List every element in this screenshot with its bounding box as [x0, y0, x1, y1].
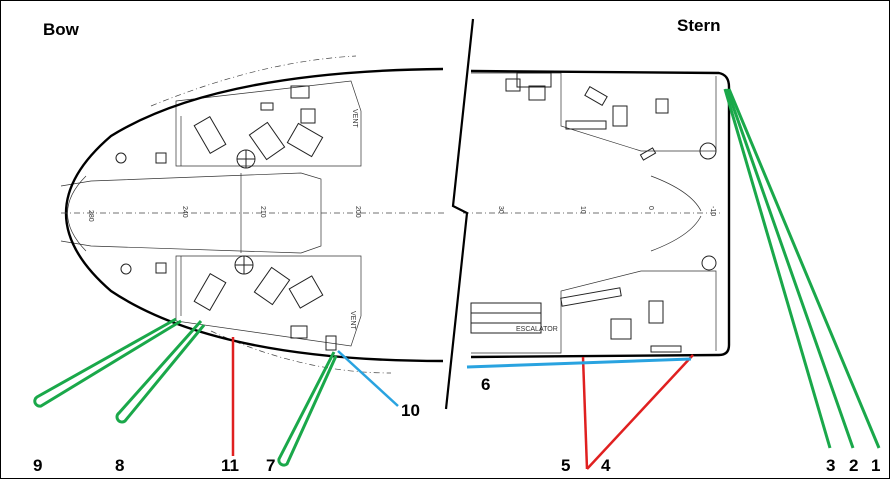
line-number-3: 3 [826, 456, 835, 475]
breast-line-6 [466, 357, 692, 369]
stern-title: Stern [677, 16, 720, 35]
bow-hull-outline [64, 67, 444, 363]
bow-lower-house [175, 255, 362, 347]
tick-label-stern-0: 30 [497, 206, 504, 214]
bow-upper-equipment [115, 85, 324, 169]
tick-label-stern-1: 10 [579, 206, 586, 214]
stern-lower-house [471, 270, 717, 354]
tick-label-bow-3: 200 [354, 206, 361, 218]
line-number-7: 7 [266, 456, 275, 475]
tick-label-bow-0: 280 [87, 210, 94, 222]
mooring-line-3 [723, 88, 832, 449]
tick-label-stern-3: -10 [709, 206, 716, 216]
line-number-1: 1 [871, 456, 880, 475]
line-number-4: 4 [601, 456, 611, 475]
bow-inner-deck [60, 172, 322, 254]
stern-section: ESCALATOR [470, 69, 731, 359]
bow-section: VENT VENT [60, 55, 444, 374]
stern-upper-house [471, 72, 717, 152]
bow-upper-deck-outline [150, 55, 357, 107]
stern-curve-upper [650, 175, 702, 212]
stern-hull-outline [470, 69, 731, 359]
stern-curve-lower [650, 215, 702, 252]
spring-line-4 [586, 354, 694, 470]
escalator-label: ESCALATOR [516, 326, 558, 333]
mooring-line-2 [725, 88, 855, 449]
breast-line-10 [337, 350, 399, 407]
bow-lower-deck-outline [210, 330, 392, 374]
vent-label-bottom: VENT [349, 311, 356, 330]
line-number-5: 5 [561, 456, 570, 475]
tick-label-stern-2: 0 [647, 206, 654, 210]
vent-label-top: VENT [351, 109, 358, 128]
tick-label-bow-1: 240 [181, 206, 188, 218]
line-number-8: 8 [115, 456, 124, 475]
bow-upper-house [175, 80, 362, 167]
line-number-2: 2 [849, 456, 858, 475]
stern-lower-equipment [470, 255, 717, 353]
section-break-line [444, 18, 475, 410]
bow-lower-equipment [120, 255, 337, 351]
line-number-6: 6 [481, 375, 490, 394]
bow-title: Bow [43, 20, 80, 39]
line-number-10: 10 [401, 401, 420, 420]
stern-upper-equipment [505, 72, 717, 161]
mooring-lines [33, 88, 881, 470]
mooring-line-7 [277, 351, 338, 467]
centerline: 280 240 210 200 30 10 0 -10 [61, 206, 723, 222]
mooring-line-1 [727, 88, 881, 449]
mooring-line-8 [115, 320, 206, 424]
mooring-line-9 [33, 317, 182, 408]
tick-label-bow-2: 210 [259, 206, 266, 218]
line-number-11: 11 [221, 456, 239, 475]
bow-nose-inner [67, 175, 87, 252]
line-number-9: 9 [33, 456, 42, 475]
spring-line-5 [581, 356, 589, 470]
